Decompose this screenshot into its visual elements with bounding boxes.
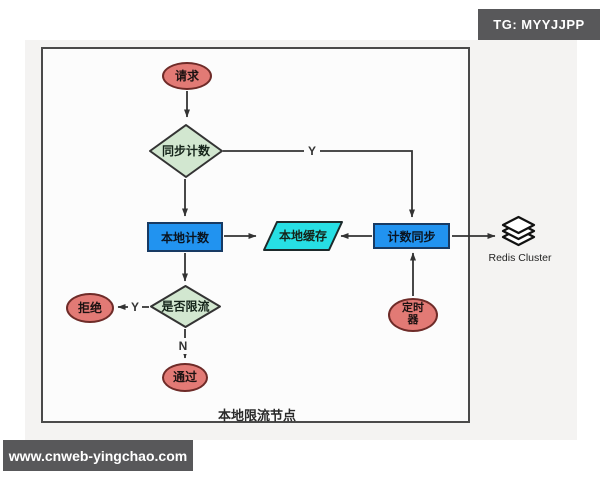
site-watermark: www.cnweb-yingchao.com xyxy=(3,440,193,471)
limit-decision-shape xyxy=(150,285,221,328)
node-reject: 拒绝 xyxy=(66,293,114,323)
edge-label-limit-no: N xyxy=(176,338,190,354)
stack-layer-top xyxy=(501,215,536,235)
node-timer-label-line1: 定时 xyxy=(402,302,424,315)
limit-decision-label: 是否限流 xyxy=(160,299,209,314)
telegram-badge: TG: MYYJJPP xyxy=(478,9,600,40)
local-cache-label: 本地缓存 xyxy=(279,228,327,243)
node-limit-decision: 是否限流 xyxy=(150,285,221,328)
node-timer: 定时 器 xyxy=(388,298,438,332)
sync-decision-label: 同步计数 xyxy=(162,143,211,158)
sync-decision-shape xyxy=(149,124,223,178)
node-reject-label: 拒绝 xyxy=(77,300,102,315)
node-sync-count-decision: 同步计数 xyxy=(149,124,223,178)
node-count-sync: 计数同步 xyxy=(373,223,450,249)
local-cache-shape xyxy=(263,221,343,251)
redis-cluster-label: Redis Cluster xyxy=(488,252,552,264)
node-local-cache: 本地缓存 xyxy=(263,221,343,251)
node-request-label: 请求 xyxy=(174,68,199,83)
node-pass: 通过 xyxy=(162,363,208,392)
database-stack-icon xyxy=(501,215,536,247)
edge-label-limit-yes: Y xyxy=(128,299,142,315)
node-timer-label-line2: 器 xyxy=(407,314,419,326)
node-local-count-label: 本地计数 xyxy=(160,230,209,245)
node-local-count: 本地计数 xyxy=(147,222,223,252)
node-request: 请求 xyxy=(162,62,212,90)
container-caption: 本地限流节点 xyxy=(217,408,296,423)
edge-label-sync-yes: Y xyxy=(304,143,320,159)
node-count-sync-label: 计数同步 xyxy=(387,229,436,244)
node-pass-label: 通过 xyxy=(172,370,197,385)
